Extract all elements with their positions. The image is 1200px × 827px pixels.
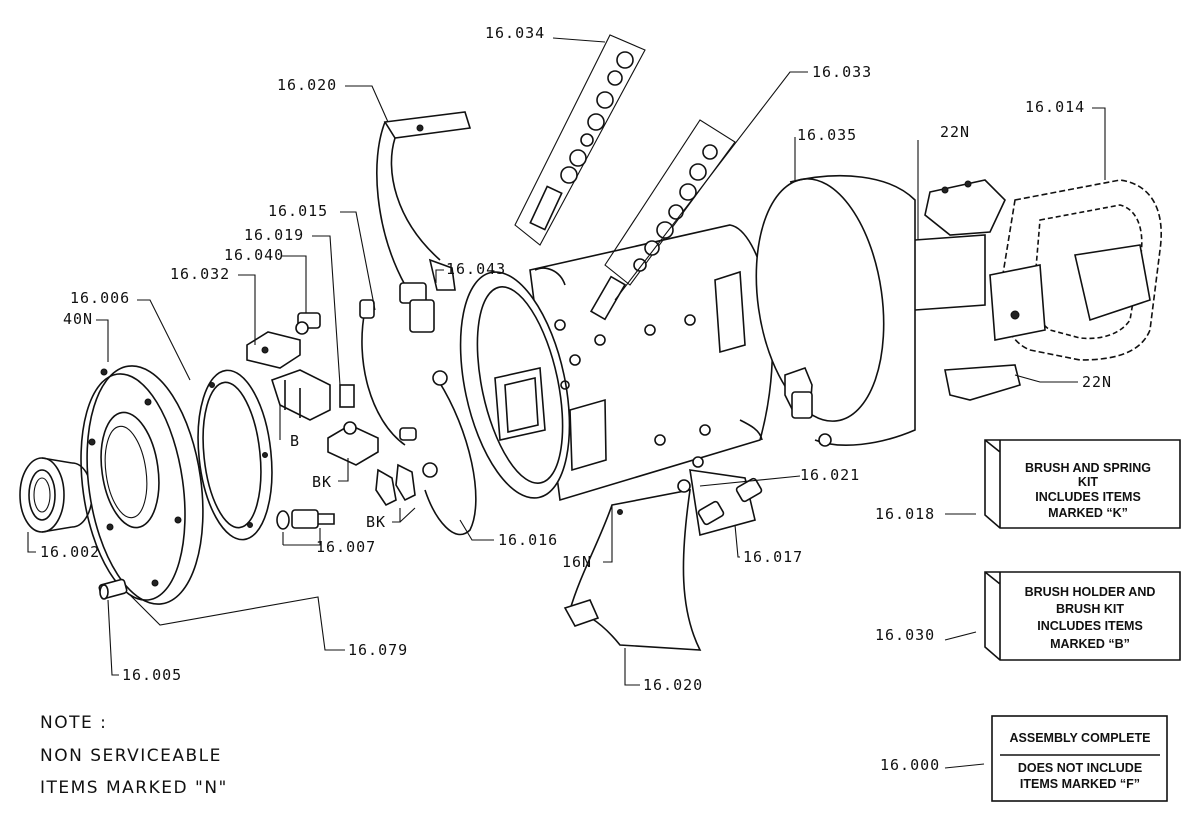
brush-leads (359, 299, 477, 536)
label-16-034: 16.034 (485, 24, 545, 42)
label-16-043: 16.043 (446, 260, 506, 278)
brush-assembly (327, 384, 438, 507)
band-clamp-bottom (563, 489, 702, 651)
label-16-019: 16.019 (244, 226, 304, 244)
label-16-007: 16.007 (316, 538, 376, 556)
label-16-002: 16.002 (40, 543, 100, 561)
label-16-079: 16.079 (348, 641, 408, 659)
label-16-020-top: 16.020 (277, 76, 337, 94)
assembly-line-3: ITEMS MARKED “F” (1020, 777, 1140, 791)
label-16-017: 16.017 (743, 548, 803, 566)
label-16-014: 16.014 (1025, 98, 1085, 116)
label-bk-2: BK (366, 513, 386, 531)
label-16n: 16N (562, 553, 592, 571)
brush-holder-bracket (246, 331, 331, 421)
part-labels: 16.034 16.033 16.020 16.035 22N 16.014 1… (40, 24, 1112, 774)
note-title: NOTE : (40, 713, 108, 733)
leader-lines (27, 37, 1106, 769)
label-16-015: 16.015 (268, 202, 328, 220)
screw (98, 578, 128, 600)
assembly-line-1: ASSEMBLY COMPLETE (1010, 731, 1151, 745)
cover-band (755, 174, 916, 447)
field-coils (989, 179, 1162, 361)
assembly-line-2: DOES NOT INCLUDE (1018, 761, 1142, 775)
label-40n: 40N (63, 310, 93, 328)
small-screw-parts (295, 312, 321, 335)
label-bk-1: BK (312, 473, 332, 491)
terminal-screws (677, 456, 763, 537)
kit-brush-holder-line-2: BRUSH KIT (1056, 602, 1124, 616)
label-16-035: 16.035 (797, 126, 857, 144)
gasket-ring (197, 369, 273, 541)
label-16-018: 16.018 (875, 505, 935, 523)
kit-brush-spring-line-1: BRUSH AND SPRING (1025, 461, 1151, 475)
label-b: B (290, 432, 300, 450)
note-line-1: NON SERVICEABLE (40, 746, 222, 766)
kit-brush-spring-line-4: MARKED “K” (1048, 506, 1128, 520)
label-16-030: 16.030 (875, 626, 935, 644)
label-16-016: 16.016 (498, 531, 558, 549)
label-16-033: 16.033 (812, 63, 872, 81)
field-frame-housing (459, 224, 774, 502)
label-16-005: 16.005 (122, 666, 182, 684)
label-16-032: 16.032 (170, 265, 230, 283)
label-22n-top: 22N (940, 123, 970, 141)
note-line-2: ITEMS MARKED "N" (40, 778, 228, 798)
label-22n-bottom: 22N (1082, 373, 1112, 391)
label-16-021: 16.021 (800, 466, 860, 484)
end-bell-plate (80, 365, 204, 605)
kit-brush-spring-line-3: INCLUDES ITEMS (1035, 490, 1141, 504)
kit-box-brush-holder: BRUSH HOLDER AND BRUSH KIT INCLUDES ITEM… (984, 571, 1181, 661)
assembly-box: ASSEMBLY COMPLETE DOES NOT INCLUDE ITEMS… (991, 715, 1168, 802)
kit-brush-spring-line-2: KIT (1078, 475, 1099, 489)
kit-box-brush-spring: BRUSH AND SPRING KIT INCLUDES ITEMS MARK… (984, 439, 1181, 529)
pole-shoe (914, 179, 1021, 401)
kit-brush-holder-line-4: MARKED “B” (1050, 637, 1130, 651)
label-16-006: 16.006 (70, 289, 130, 307)
band-clamp-top (376, 111, 472, 333)
label-16-020-bottom: 16.020 (643, 676, 703, 694)
bolt (276, 509, 335, 530)
kit-brush-holder-line-1: BRUSH HOLDER AND (1025, 585, 1156, 599)
terminal-stud-stack (514, 34, 736, 321)
label-16-000: 16.000 (880, 756, 940, 774)
label-16-040: 16.040 (224, 246, 284, 264)
kit-brush-holder-line-3: INCLUDES ITEMS (1037, 619, 1143, 633)
